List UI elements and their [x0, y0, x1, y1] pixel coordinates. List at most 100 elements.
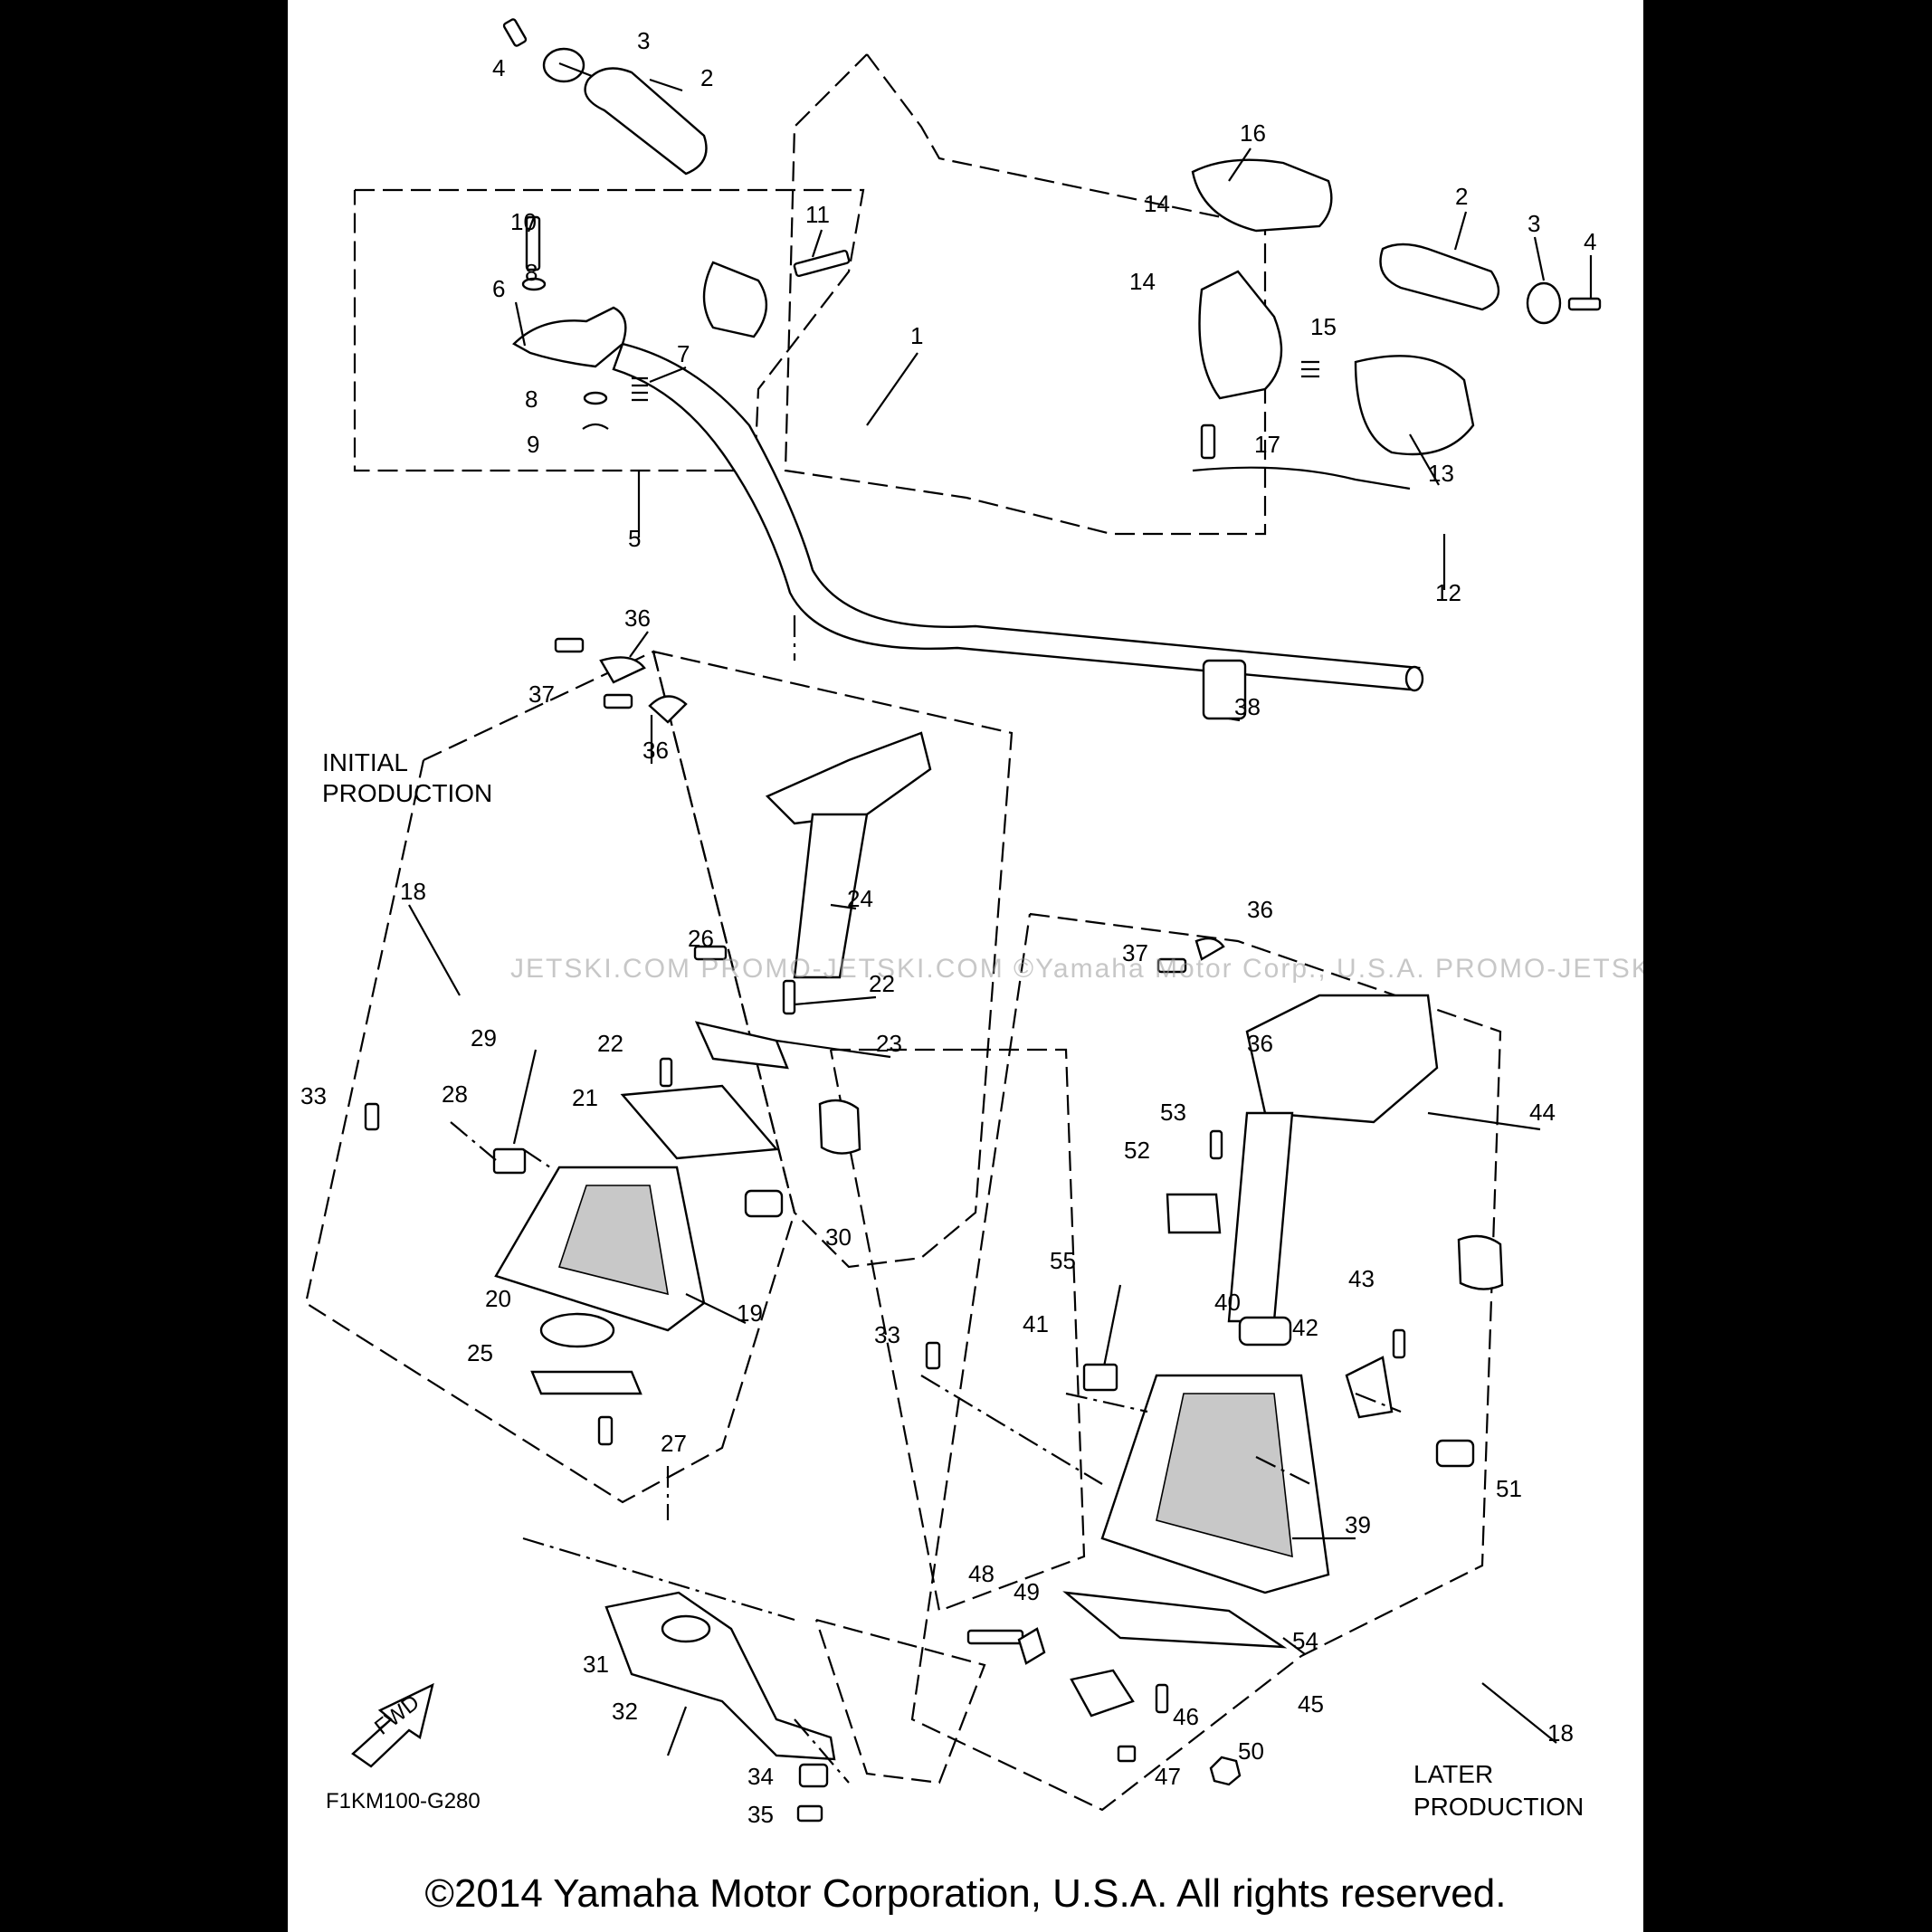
part-label-33: 33	[874, 1321, 900, 1348]
part-label-4: 4	[1584, 228, 1596, 255]
bolt-part-35	[796, 1804, 823, 1823]
part-label-25: 25	[467, 1339, 493, 1366]
tie-wrap-part-55	[1100, 1284, 1122, 1376]
part-label-47: 47	[1155, 1763, 1181, 1790]
part-label-50: 50	[1238, 1737, 1264, 1765]
bearing-part-40	[1238, 1316, 1292, 1347]
part-label-52: 52	[1124, 1137, 1150, 1164]
handlebar-part-1	[612, 342, 1421, 691]
part-label-35: 35	[747, 1801, 774, 1828]
bolt-part-48	[966, 1629, 1024, 1645]
tie-wrap-part-29	[512, 1049, 538, 1145]
note-initial-line1: INITIAL	[322, 748, 408, 776]
bracket-upper-initial	[765, 731, 932, 825]
part-label-24: 24	[847, 885, 873, 912]
grip-part-2-left	[584, 67, 708, 176]
note-later-line1: LATER	[1413, 1760, 1493, 1788]
grip-end-part-3-right	[1526, 281, 1562, 325]
part-label-8: 8	[525, 259, 538, 286]
bracket-part-31	[604, 1591, 836, 1761]
fwd-arrow: FWD	[351, 1682, 434, 1768]
bolt-part-27	[597, 1415, 614, 1446]
part-label-36: 36	[642, 737, 669, 764]
part-label-21: 21	[572, 1084, 598, 1111]
part-label-6: 6	[492, 275, 505, 302]
part-label-36: 36	[1247, 896, 1273, 923]
part-label-14: 14	[1144, 190, 1170, 217]
gasket-part-54	[1062, 1591, 1288, 1649]
part-label-55: 55	[1050, 1247, 1076, 1274]
group-box-later-inner	[829, 1048, 1086, 1613]
part-label-27: 27	[661, 1430, 687, 1457]
base-shading-19	[557, 1185, 669, 1296]
bolt-part-37-upper	[554, 637, 585, 653]
clamp-part-36-later	[1194, 937, 1225, 961]
part-label-14: 14	[1129, 268, 1156, 295]
part-label-39: 39	[1345, 1511, 1371, 1538]
part-label-12: 12	[1435, 579, 1461, 606]
bolt-part-33-left	[364, 1102, 380, 1131]
part-label-22: 22	[869, 970, 895, 997]
spring-part-7	[632, 376, 648, 402]
spring-part-15	[1301, 360, 1319, 378]
part-label-38: 38	[1234, 693, 1261, 720]
connector-part-30	[818, 1099, 861, 1155]
note-later-line2: PRODUCTION	[1413, 1793, 1584, 1821]
bolt-part-22-upper	[782, 979, 796, 1015]
part-label-3: 3	[1528, 210, 1540, 237]
part-label-10: 10	[510, 208, 537, 235]
part-label-13: 13	[1428, 460, 1454, 487]
switch-body	[1198, 270, 1283, 400]
bolt-part-26	[693, 945, 728, 961]
part-label-40: 40	[1214, 1289, 1241, 1316]
part-label-19: 19	[737, 1299, 763, 1327]
part-label-43: 43	[1348, 1265, 1375, 1292]
connector-part-51	[1457, 1234, 1504, 1290]
plate-part-21	[620, 1084, 779, 1160]
part-label-30: 30	[825, 1223, 852, 1251]
part-label-22: 22	[597, 1030, 623, 1057]
parts-diagram: FWD INITIAL PRODUCTION LATER PRODUCTION …	[300, 18, 1643, 1828]
bolt-part-22-lower	[659, 1057, 673, 1088]
clip-part-41	[1082, 1363, 1118, 1392]
collar-part-38	[1202, 659, 1247, 720]
bolt-part-43	[1392, 1328, 1406, 1359]
throttle-lever-part-6	[512, 306, 627, 368]
part-label-5: 5	[628, 525, 641, 552]
clamp-part-36-mid	[648, 695, 688, 724]
note-initial-line2: PRODUCTION	[322, 779, 492, 807]
part-label-15: 15	[1310, 313, 1337, 340]
rivet-part-32	[666, 1706, 688, 1756]
part-label-23: 23	[876, 1030, 902, 1057]
bolt-part-46	[1155, 1683, 1169, 1714]
part-label-18: 18	[400, 878, 426, 905]
part-label-48: 48	[968, 1560, 995, 1587]
group-box-45	[814, 1618, 986, 1784]
part-label-29: 29	[471, 1024, 497, 1052]
part-label-28: 28	[442, 1080, 468, 1108]
nut-part-47	[1117, 1745, 1137, 1763]
clamp-part-36-upper	[599, 656, 646, 684]
part-label-2: 2	[1455, 183, 1468, 210]
part-label-2: 2	[700, 64, 713, 91]
group-box-later-production	[910, 912, 1502, 1812]
bracket-hole-31	[661, 1614, 711, 1643]
cover-part-13	[1354, 355, 1475, 456]
part-label-9: 9	[527, 431, 539, 458]
part-label-44: 44	[1529, 1099, 1556, 1126]
part-label-32: 32	[612, 1698, 638, 1725]
bolt-part-37-mid	[603, 693, 633, 709]
part-label-37: 37	[1122, 939, 1148, 966]
sensor-part-23	[694, 1021, 789, 1070]
part-label-46: 46	[1173, 1703, 1199, 1730]
stopper-part-42	[1345, 1356, 1394, 1419]
bearing-part-20	[539, 1312, 615, 1348]
part-label-36: 36	[1247, 1030, 1273, 1057]
bolt-part-4-left	[502, 18, 528, 47]
group-box-right-switch	[784, 53, 1267, 536]
part-label-11: 11	[805, 201, 830, 228]
part-label-1: 1	[910, 322, 923, 349]
diagram-sheet: FWD INITIAL PRODUCTION LATER PRODUCTION …	[288, 0, 1643, 1932]
group-box-initial-production	[304, 650, 796, 1504]
part-label-7: 7	[677, 340, 690, 367]
